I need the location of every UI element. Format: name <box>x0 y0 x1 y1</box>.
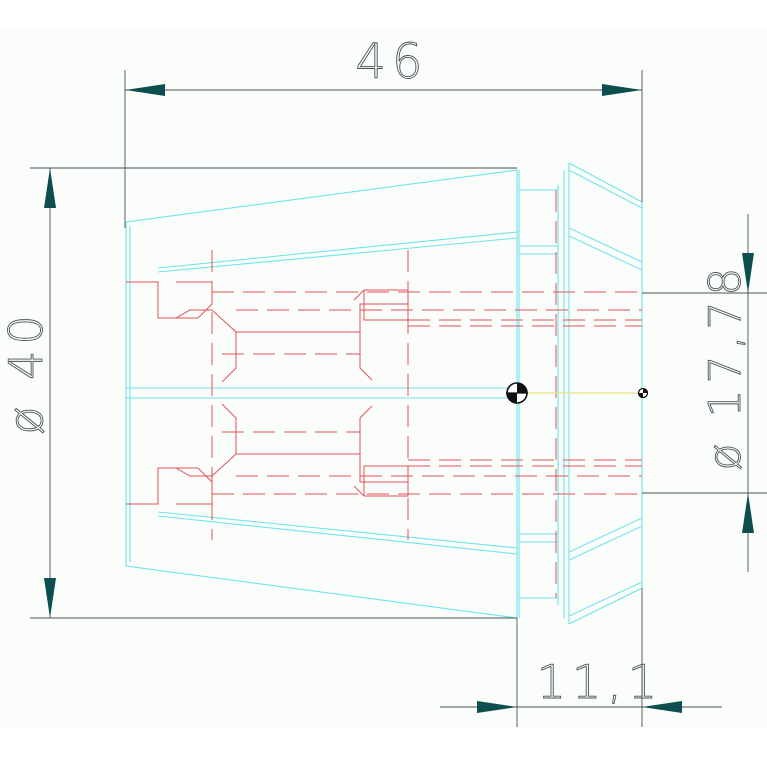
arrow-up-17-78 <box>742 493 754 533</box>
dimension-outer-diameter: ø 40 <box>0 309 53 434</box>
arrow-right-46 <box>602 84 642 96</box>
arrow-down-17-78 <box>742 253 754 293</box>
arrow-left-46 <box>125 84 165 96</box>
arrow-left-11-1 <box>642 701 682 713</box>
arrow-up-40 <box>44 168 56 208</box>
axis-point-icon <box>637 387 649 399</box>
drawing-background <box>0 30 767 727</box>
center-of-gravity-icon <box>506 382 528 404</box>
collet-outline <box>125 162 643 625</box>
arrow-down-40 <box>44 578 56 618</box>
dimension-overall-length: 46 <box>355 34 428 90</box>
dimension-bore-diameter: ø 17,78 <box>700 262 751 471</box>
hidden-dashed-lines <box>211 190 642 598</box>
arrow-right-11-1 <box>477 701 517 713</box>
dimension-flange-length: 11,1 <box>537 655 663 709</box>
dimension-arrows <box>44 84 754 713</box>
